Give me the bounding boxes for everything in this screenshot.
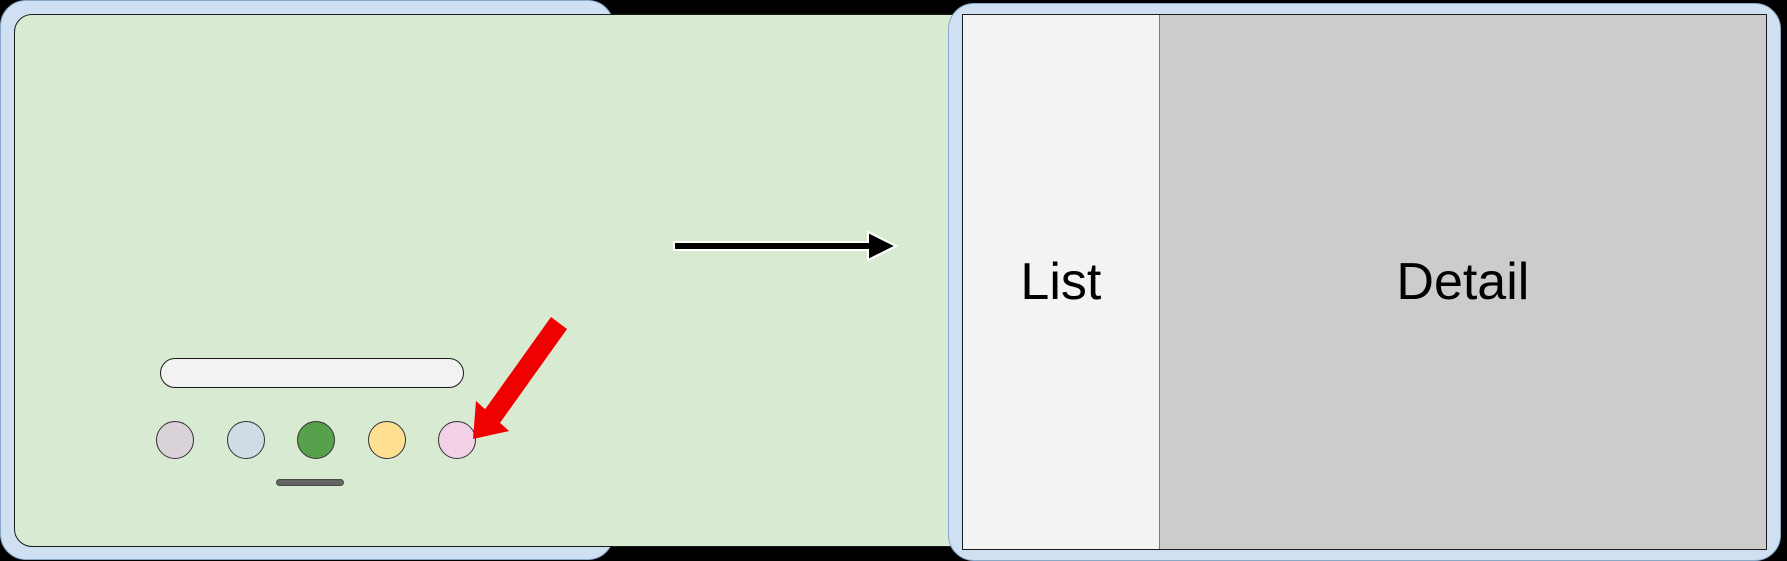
arrow-head bbox=[473, 401, 509, 439]
detail-pane-label: Detail bbox=[1396, 253, 1530, 311]
home-dock bbox=[156, 415, 476, 465]
tablet-right-screen: List Detail bbox=[962, 14, 1767, 550]
dock-app-icon-3[interactable] bbox=[297, 421, 335, 459]
home-indicator-bar[interactable] bbox=[276, 479, 344, 486]
transition-arrow-icon bbox=[673, 230, 899, 262]
dock-app-icon-1[interactable] bbox=[156, 421, 194, 459]
dock-app-icon-2[interactable] bbox=[226, 421, 265, 459]
split-view-list-pane[interactable]: List bbox=[963, 15, 1160, 549]
split-view-detail-pane[interactable]: Detail bbox=[1159, 15, 1766, 549]
tablet-device-right: List Detail bbox=[948, 3, 1781, 561]
list-pane-label: List bbox=[1020, 253, 1102, 311]
dock-app-icon-4[interactable] bbox=[367, 421, 406, 459]
dock-app-icon-5[interactable] bbox=[438, 421, 476, 459]
arrow-shaft bbox=[481, 317, 567, 427]
home-search-pill[interactable] bbox=[160, 358, 464, 388]
arrow-outline bbox=[673, 230, 899, 262]
